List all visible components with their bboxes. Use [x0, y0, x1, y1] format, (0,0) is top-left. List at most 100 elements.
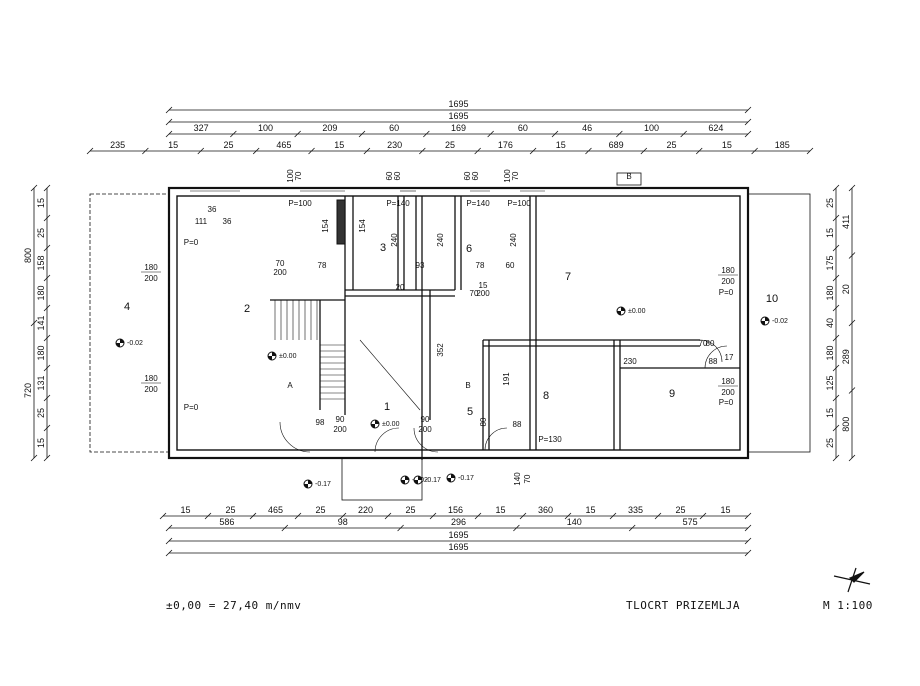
- inner-dimension: 60: [463, 171, 472, 180]
- bottom-dimension-value: 15: [495, 505, 505, 515]
- level-marker-icon: [303, 479, 313, 489]
- bottom-dimension-value: 220: [358, 505, 373, 515]
- bottom-dimension-value: 465: [268, 505, 283, 515]
- left-dimension-value: 15: [36, 198, 46, 208]
- top-dimension-value: 25: [223, 140, 233, 150]
- top-dimension-value: 60: [518, 123, 528, 133]
- inner-dimension: P=0: [719, 288, 734, 297]
- level-marker-icon: [760, 316, 770, 326]
- top-dimension-value: 15: [722, 140, 732, 150]
- top-dimension-value: 327: [194, 123, 209, 133]
- level-marker-icon: [446, 473, 456, 483]
- left-dimension-value: 141: [36, 315, 46, 330]
- window-width-label: 200: [144, 385, 158, 394]
- top-dimension-value: 230: [387, 140, 402, 150]
- bottom-dimension-value: 15: [720, 505, 730, 515]
- bottom-dimension-value: 15: [585, 505, 595, 515]
- inner-dimension: P=0: [184, 238, 199, 247]
- scale-label: M 1:100: [823, 599, 873, 612]
- inner-dimension: 111: [195, 217, 208, 226]
- left-dimension-value: 15: [36, 438, 46, 448]
- inner-dimension: 352: [436, 343, 445, 357]
- inner-dimension: P=0: [184, 403, 199, 412]
- room-number: 2: [244, 303, 250, 315]
- inner-dimension: 70: [511, 171, 520, 180]
- inner-dimension: 230: [623, 357, 637, 366]
- room-number: 8: [543, 390, 549, 402]
- inner-dimension: 191: [502, 372, 511, 386]
- level-value: -0.17: [315, 481, 331, 488]
- left-dimension-value: 25: [36, 408, 46, 418]
- top-dimension-value: 46: [582, 123, 592, 133]
- right-dimension-value: 25: [825, 198, 835, 208]
- left-dimension-value: 180: [36, 285, 46, 300]
- top-dimension-value: 169: [451, 123, 466, 133]
- top-dimension-value: 15: [556, 140, 566, 150]
- top-dimension-value: 235: [110, 140, 125, 150]
- inner-dimension: 78: [476, 261, 485, 270]
- inner-dimension: 93: [416, 261, 425, 270]
- inner-dimension: 36: [208, 205, 217, 214]
- inner-dimension: 60: [506, 261, 515, 270]
- right-dimension-value: 40: [825, 318, 835, 328]
- inner-dimension: 80: [706, 339, 715, 348]
- inner-dimension: 78: [318, 261, 327, 270]
- level-value: -0.02: [127, 340, 143, 347]
- right-dimension-value: 175: [825, 255, 835, 270]
- top-dimension-value: 465: [276, 140, 291, 150]
- room-number: 6: [466, 243, 472, 255]
- level-marker-icon: [616, 306, 626, 316]
- inner-dimension: 88: [709, 357, 718, 366]
- right-dimension-value: 25: [825, 438, 835, 448]
- north-arrow-icon: [833, 567, 871, 593]
- inner-dimension: 90: [421, 415, 430, 424]
- inner-dimension: 60: [393, 171, 402, 180]
- right-dimension-value: 289: [841, 349, 851, 364]
- inner-dimension: 70: [294, 171, 303, 180]
- window-height-label: 180: [721, 266, 735, 275]
- top-dimension-value: 15: [334, 140, 344, 150]
- room-number: 5: [467, 406, 473, 418]
- level-marker-icon: [370, 419, 380, 429]
- top-dimension-value: 624: [708, 123, 723, 133]
- window-height-label: 180: [144, 263, 158, 272]
- top-dimension-value: 25: [667, 140, 677, 150]
- drawing-title: TLOCRT PRIZEMLJA: [626, 599, 740, 612]
- bottom-dimension-value: 25: [315, 505, 325, 515]
- top-dimension-value: 100: [644, 123, 659, 133]
- inner-dimension: 70: [276, 259, 285, 268]
- window-width-label: 200: [721, 277, 735, 286]
- window-width-label: 200: [144, 274, 158, 283]
- inner-dimension: P=130: [538, 435, 562, 444]
- level-marker-icon: [413, 475, 423, 485]
- inner-dimension: 100: [286, 169, 295, 183]
- inner-dimension: 88: [513, 420, 522, 429]
- right-dimension-value: 20: [841, 284, 851, 294]
- left-dimension-value: 158: [36, 255, 46, 270]
- inner-dimension: P=0: [719, 398, 734, 407]
- inner-dimension: 36: [223, 217, 232, 226]
- level-value: ±0.00: [382, 421, 400, 428]
- left-dimension-value: 131: [36, 375, 46, 390]
- level-marker-icon: [400, 475, 410, 485]
- window-height-label: 180: [144, 374, 158, 383]
- right-dimension-value: 180: [825, 285, 835, 300]
- inner-dimension: 100: [503, 169, 512, 183]
- top-dimension-value: 689: [609, 140, 624, 150]
- left-dimension-value: 800: [23, 248, 33, 263]
- window-height-label: 180: [721, 377, 735, 386]
- dimension-lines: [30, 106, 856, 557]
- room-number: 9: [669, 388, 675, 400]
- inner-dimension: 60: [385, 171, 394, 180]
- bottom-dimension-value: 98: [338, 517, 348, 527]
- inner-dimension: 200: [273, 268, 287, 277]
- top-dimension-value: 60: [389, 123, 399, 133]
- inner-dimension: 240: [436, 233, 445, 247]
- inner-dimension: 15: [479, 281, 488, 290]
- top-dimension-value: 1695: [448, 111, 468, 121]
- room-number: 10: [766, 293, 778, 305]
- bottom-dimension-value: 156: [448, 505, 463, 515]
- inner-dimension: 200: [476, 289, 490, 298]
- bottom-dimension-value: 25: [405, 505, 415, 515]
